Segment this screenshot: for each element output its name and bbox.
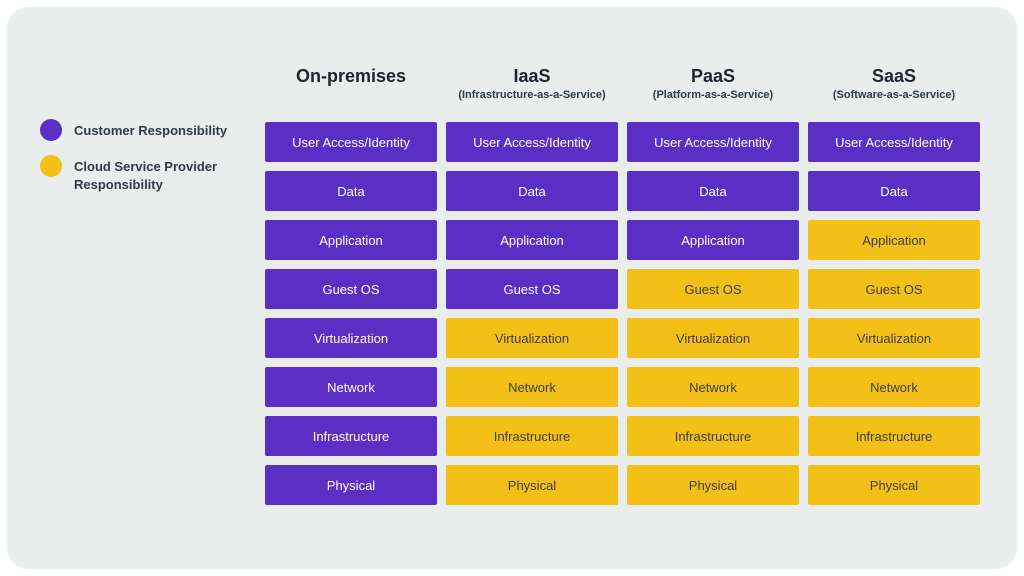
cell-on-premises-virtualization: Virtualization bbox=[265, 318, 437, 358]
cell-saas-infrastructure: Infrastructure bbox=[808, 416, 980, 456]
cell-paas-network: Network bbox=[627, 367, 799, 407]
cell-iaas-virtualization: Virtualization bbox=[446, 318, 618, 358]
cell-iaas-guest-os: Guest OS bbox=[446, 269, 618, 309]
cell-saas-network: Network bbox=[808, 367, 980, 407]
legend-item-provider: Cloud Service Provider Responsibility bbox=[40, 155, 250, 193]
column-header-saas: SaaS (Software-as-a-Service) bbox=[808, 60, 980, 122]
cell-paas-guest-os: Guest OS bbox=[627, 269, 799, 309]
column-subtitle-paas: (Platform-as-a-Service) bbox=[652, 89, 774, 101]
legend-label-provider: Cloud Service Provider Responsibility bbox=[74, 159, 218, 192]
cell-paas-virtualization: Virtualization bbox=[627, 318, 799, 358]
column-paas: PaaS (Platform-as-a-Service) User Access/I… bbox=[627, 60, 799, 514]
column-title-paas: PaaS bbox=[690, 66, 736, 86]
column-iaas: IaaS (Infrastructure-as-a-Service) User Ac… bbox=[446, 60, 618, 514]
cell-on-premises-user-access-identity: User Access/Identity bbox=[265, 122, 437, 162]
column-title-on-premises: On-premises bbox=[295, 66, 407, 86]
cell-paas-data: Data bbox=[627, 171, 799, 211]
cell-on-premises-network: Network bbox=[265, 367, 437, 407]
cell-iaas-data: Data bbox=[446, 171, 618, 211]
customer-color-dot-icon bbox=[40, 119, 62, 141]
cell-iaas-application: Application bbox=[446, 220, 618, 260]
column-header-on-premises: On-premises bbox=[265, 60, 437, 122]
column-header-paas: PaaS (Platform-as-a-Service) bbox=[627, 60, 799, 122]
cell-on-premises-data: Data bbox=[265, 171, 437, 211]
cell-saas-data: Data bbox=[808, 171, 980, 211]
cell-iaas-physical: Physical bbox=[446, 465, 618, 505]
column-saas: SaaS (Software-as-a-Service) User Access/I… bbox=[808, 60, 980, 514]
cell-saas-user-access-identity: User Access/Identity bbox=[808, 122, 980, 162]
cell-paas-physical: Physical bbox=[627, 465, 799, 505]
cell-paas-application: Application bbox=[627, 220, 799, 260]
cell-iaas-network: Network bbox=[446, 367, 618, 407]
cell-saas-virtualization: Virtualization bbox=[808, 318, 980, 358]
legend-item-customer: Customer Responsibility bbox=[40, 119, 250, 141]
cell-on-premises-application: Application bbox=[265, 220, 437, 260]
column-title-iaas: IaaS bbox=[513, 66, 551, 86]
cell-on-premises-infrastructure: Infrastructure bbox=[265, 416, 437, 456]
cell-on-premises-guest-os: Guest OS bbox=[265, 269, 437, 309]
column-title-saas: SaaS bbox=[871, 66, 917, 86]
cell-iaas-infrastructure: Infrastructure bbox=[446, 416, 618, 456]
cell-iaas-user-access-identity: User Access/Identity bbox=[446, 122, 618, 162]
column-subtitle-iaas: (Infrastructure-as-a-Service) bbox=[458, 89, 606, 101]
column-subtitle-saas: (Software-as-a-Service) bbox=[832, 89, 956, 101]
legend: Customer Responsibility Cloud Service Pr… bbox=[40, 119, 250, 207]
cell-saas-application: Application bbox=[808, 220, 980, 260]
cell-paas-infrastructure: Infrastructure bbox=[627, 416, 799, 456]
column-header-iaas: IaaS (Infrastructure-as-a-Service) bbox=[446, 60, 618, 122]
cell-paas-user-access-identity: User Access/Identity bbox=[627, 122, 799, 162]
cell-on-premises-physical: Physical bbox=[265, 465, 437, 505]
cell-saas-physical: Physical bbox=[808, 465, 980, 505]
provider-color-dot-icon bbox=[40, 155, 62, 177]
legend-label-customer: Customer Responsibility bbox=[74, 123, 228, 138]
cell-saas-guest-os: Guest OS bbox=[808, 269, 980, 309]
